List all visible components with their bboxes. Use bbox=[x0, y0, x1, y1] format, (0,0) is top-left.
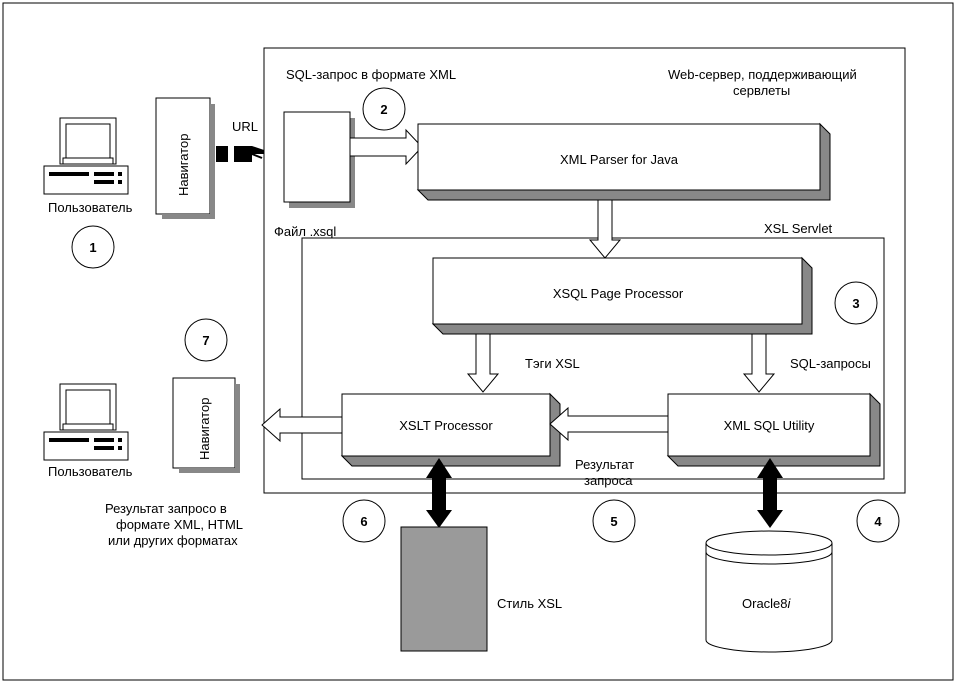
step-4: 4 bbox=[856, 499, 900, 543]
user-label-top: Пользователь bbox=[48, 200, 133, 215]
svg-text:7: 7 bbox=[202, 333, 209, 348]
navigator-bottom-box bbox=[172, 377, 236, 469]
xsql-file-label: Файл .xsql bbox=[274, 224, 336, 239]
xsl-servlet-box bbox=[301, 237, 885, 480]
svg-text:4: 4 bbox=[874, 514, 882, 529]
xml-parser-box bbox=[416, 122, 831, 201]
sql-queries-arrow bbox=[742, 333, 776, 393]
svg-text:1: 1 bbox=[89, 240, 96, 255]
xsl-style-block bbox=[400, 526, 488, 652]
parser-to-xsql-arrow bbox=[588, 199, 622, 259]
xml-sql-utility-box bbox=[666, 392, 881, 467]
xslt-processor-label: XSLT Processor bbox=[399, 418, 493, 433]
utility-db-double-arrow bbox=[757, 458, 783, 528]
output-arrow bbox=[261, 407, 343, 443]
xsl-servlet-label: XSL Servlet bbox=[764, 221, 833, 236]
navigator-bottom-label: Навигатор bbox=[197, 398, 212, 460]
query-result-label-line1: Результат bbox=[575, 457, 634, 472]
xsl-style-label: Стиль XSL bbox=[497, 596, 562, 611]
oracle-database-icon bbox=[705, 530, 833, 653]
navigator-top-label: Навигатор bbox=[176, 134, 191, 196]
computer-icon-bottom bbox=[43, 383, 129, 461]
xsl-tags-arrow bbox=[466, 333, 500, 393]
xsql-file-shape bbox=[283, 111, 355, 208]
step-7: 7 bbox=[184, 318, 228, 362]
web-server-label-line2: сервлеты bbox=[733, 83, 790, 98]
result-label-line3: или других форматах bbox=[108, 533, 238, 548]
file-to-parser-arrow bbox=[349, 128, 423, 166]
step-5: 5 bbox=[592, 499, 636, 543]
oracle-label: Oracle8i bbox=[742, 596, 792, 611]
xslt-style-double-arrow bbox=[426, 458, 452, 528]
computer-icon-top bbox=[43, 117, 129, 195]
step-2: 2 bbox=[362, 87, 406, 131]
user-label-bottom: Пользователь bbox=[48, 464, 133, 479]
url-label: URL bbox=[232, 119, 258, 134]
xslt-processor-box bbox=[340, 392, 561, 467]
result-label-line1: Результат запросо в bbox=[105, 501, 227, 516]
step-3: 3 bbox=[834, 281, 878, 325]
svg-text:6: 6 bbox=[360, 514, 367, 529]
xml-parser-label: XML Parser for Java bbox=[560, 152, 679, 167]
sql-request-xml-label: SQL-запрос в формате XML bbox=[286, 67, 456, 82]
sql-queries-label: SQL-запросы bbox=[790, 356, 871, 371]
svg-text:5: 5 bbox=[610, 514, 617, 529]
query-result-arrow bbox=[549, 406, 669, 442]
xml-sql-utility-label: XML SQL Utility bbox=[724, 418, 815, 433]
step-6: 6 bbox=[342, 499, 386, 543]
web-server-box bbox=[263, 47, 906, 494]
xsql-page-processor-box bbox=[431, 256, 813, 335]
query-result-label-line2: запроса bbox=[584, 473, 633, 488]
web-server-label-line1: Web-сервер, поддерживающий bbox=[668, 67, 857, 82]
xsql-page-processor-label: XSQL Page Processor bbox=[553, 286, 684, 301]
svg-text:2: 2 bbox=[380, 102, 387, 117]
hand-pointer-icon bbox=[216, 146, 264, 162]
result-label-line2: формате XML, HTML bbox=[116, 517, 243, 532]
svg-text:3: 3 bbox=[852, 296, 859, 311]
step-1: 1 bbox=[71, 225, 115, 269]
xsl-tags-label: Тэги XSL bbox=[525, 356, 580, 371]
